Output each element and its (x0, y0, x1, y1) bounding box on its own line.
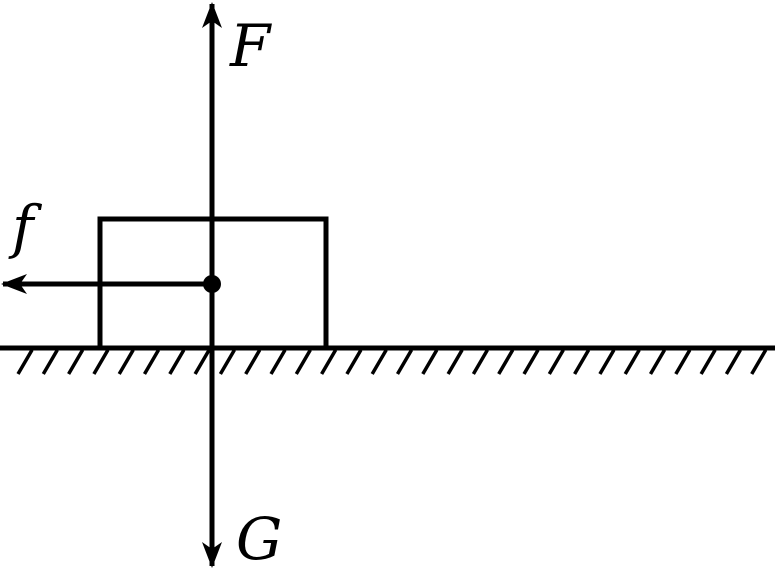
hatch-mark (547, 349, 565, 375)
hatch-mark (623, 349, 641, 375)
hatch-mark (193, 349, 211, 375)
hatch-mark (674, 349, 692, 375)
hatch-mark (41, 349, 59, 375)
hatch-mark (699, 349, 717, 375)
hatch-mark (471, 349, 489, 375)
center-point (203, 275, 221, 293)
hatch-mark (168, 349, 186, 375)
hatch-mark (142, 349, 161, 375)
hatch-mark (117, 349, 135, 375)
hatch-mark (370, 349, 388, 375)
upward-force-label: F (229, 12, 272, 80)
hatch-mark (522, 349, 540, 375)
hatch-mark (497, 349, 515, 375)
hatch-mark (16, 349, 34, 375)
hatch-mark (92, 349, 110, 375)
ground-hatching (16, 349, 768, 375)
hatch-mark (421, 349, 439, 375)
hatch-mark (446, 349, 464, 375)
hatch-mark (320, 349, 338, 375)
friction-force-label: f (8, 193, 43, 261)
hatch-mark (395, 349, 414, 375)
hatch-mark (269, 349, 287, 375)
gravity-force-label: G (236, 505, 282, 569)
hatch-mark (648, 349, 667, 375)
hatch-mark (218, 349, 236, 375)
hatch-mark (244, 349, 262, 375)
hatch-mark (750, 349, 768, 375)
hatch-mark (573, 349, 591, 375)
hatch-mark (598, 349, 616, 375)
hatch-mark (67, 349, 85, 375)
hatch-mark (345, 349, 363, 375)
hatch-mark (724, 349, 742, 375)
hatch-mark (294, 349, 312, 375)
